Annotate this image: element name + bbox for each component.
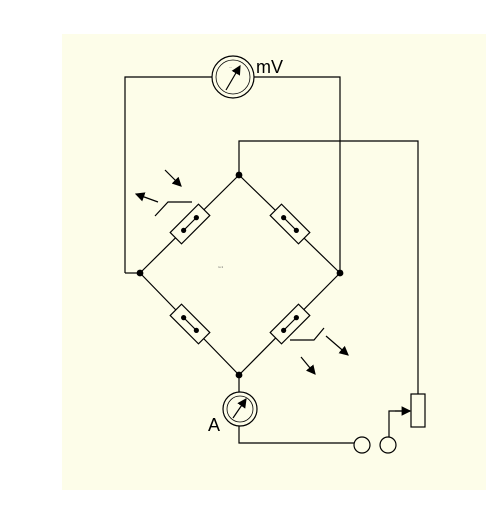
resistor-bottom-right (269, 303, 311, 345)
resistor-top-left (169, 203, 211, 245)
rheostat (395, 393, 426, 428)
ammeter (222, 391, 258, 427)
strain-arrows-bottom-right (290, 327, 349, 375)
terminal-right (379, 436, 397, 454)
terminal-left (353, 436, 371, 454)
resistor-bottom-left (169, 303, 211, 345)
millivoltmeter-label: mV (256, 57, 283, 77)
strain-arrows-top-left (134, 169, 192, 217)
supply-wire (238, 140, 419, 394)
svg-text:---: --- (229, 65, 232, 69)
analog-meter-icon (232, 398, 247, 419)
analog-meter-icon (225, 64, 241, 91)
ammeter-label: A (208, 415, 220, 435)
junction-nodes (136, 171, 344, 379)
resistor-top-right (269, 203, 311, 245)
center-mark: ro:1 (218, 265, 224, 269)
millivoltmeter: --- (211, 55, 255, 99)
